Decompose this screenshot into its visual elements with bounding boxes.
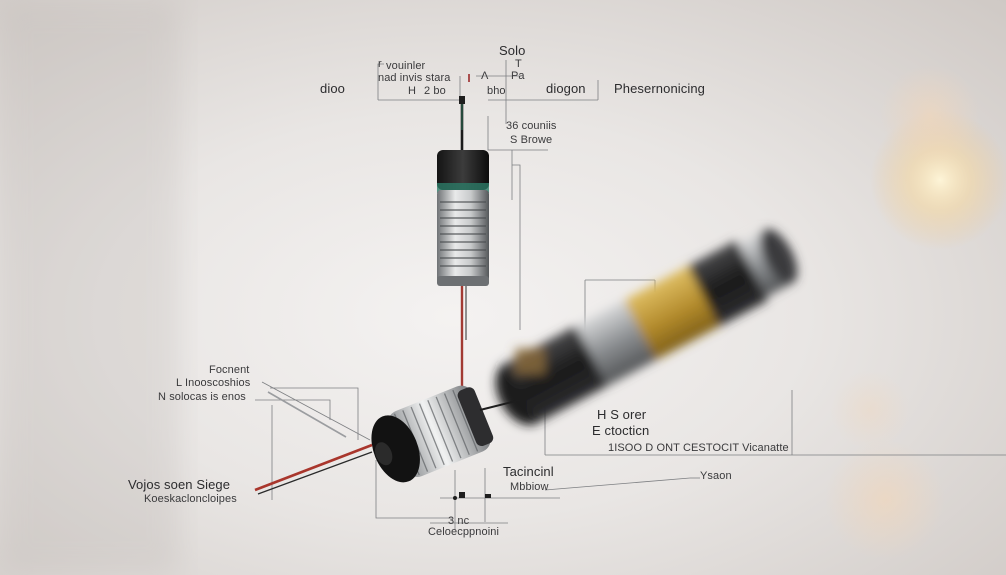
label-hs: H S orer: [597, 407, 647, 422]
label-bho: bho: [487, 85, 506, 97]
label-r: r: [378, 58, 382, 70]
label-focnent: Focnent: [209, 364, 250, 376]
vertical-component: [437, 150, 489, 286]
label-n-line: N solocas is enos: [158, 391, 246, 403]
label-solo: Solo: [499, 43, 526, 58]
label-ysaon: Ysaon: [700, 470, 732, 482]
label-dioo: dioo: [320, 81, 345, 96]
lead-wire-red: [254, 443, 373, 492]
label-t: T: [515, 58, 522, 70]
label-l-line: L Inooscoshios: [176, 377, 251, 389]
label-koeska: Koeskacloncloipes: [144, 493, 237, 505]
label-e: E ctocticn: [592, 423, 650, 438]
label-vouinler: vouinler: [386, 60, 426, 72]
label-diogon: diogon: [546, 81, 586, 96]
label-nad-invis: nad invis stara: [378, 72, 451, 84]
label-lambda: Λ: [481, 70, 489, 82]
label-36: 36 couniis: [506, 120, 557, 132]
label-2bo: 2 bo: [424, 85, 446, 97]
label-tacincinl: Tacincinl: [503, 464, 554, 479]
label-row: 1ISOO D ONT CESTOCIT Vicanatte: [608, 442, 789, 454]
label-h: H: [408, 85, 417, 97]
lower-component: [371, 385, 521, 483]
label-phesernonicing: Phesernonicing: [614, 81, 706, 96]
label-mbbiow: Mbbiow: [510, 481, 549, 493]
label-celoecp: Celoecppnoini: [428, 526, 500, 538]
label-vojos: Vojos soen Siege: [128, 477, 231, 492]
label-s-browe: S Browe: [510, 134, 553, 146]
label-3nc: 3 nc: [448, 515, 470, 527]
connection-dots: [453, 96, 491, 500]
bokeh-light-bottom: [825, 440, 945, 560]
blurred-component: [495, 229, 798, 426]
label-pa: Pa: [511, 70, 525, 82]
bokeh-light-top: [880, 65, 980, 165]
